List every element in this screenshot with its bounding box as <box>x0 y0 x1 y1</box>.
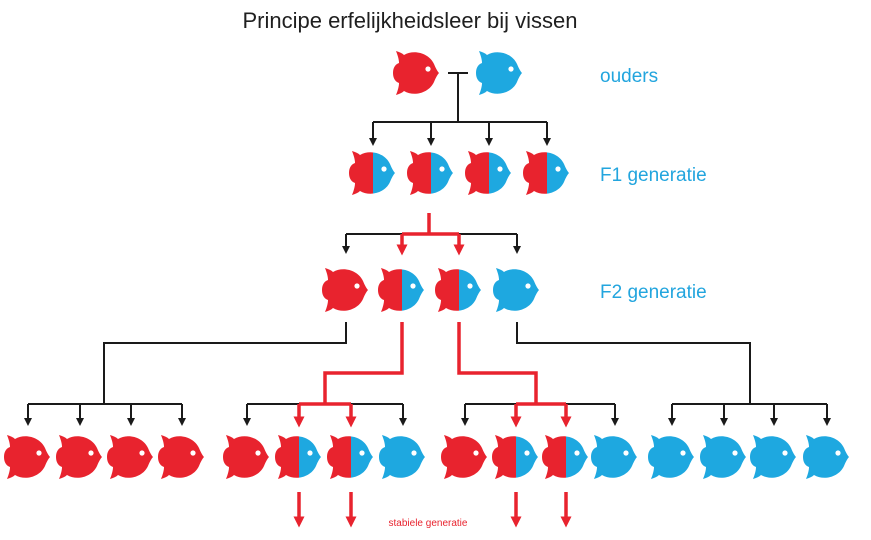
fish-f3-8 <box>379 435 425 479</box>
f3-red-connector-3 <box>457 322 538 404</box>
fish-blue-half <box>402 268 424 312</box>
connector-lines <box>24 72 831 528</box>
fish-eye <box>139 450 145 456</box>
fish-eye <box>508 66 514 72</box>
fish-blue-half <box>489 151 511 195</box>
fish-body <box>591 435 637 479</box>
fish-red-half <box>378 268 402 312</box>
fish-eye <box>732 450 738 456</box>
fish-red-half <box>523 151 547 195</box>
fish-red-half <box>407 151 431 195</box>
fish-blue-half <box>299 435 321 479</box>
fish-eye <box>555 166 561 172</box>
fish-f3-5 <box>223 435 269 479</box>
fish-eye <box>307 450 313 456</box>
label-stable-generation: stabiele generatie <box>389 518 468 529</box>
fish-f3-4 <box>158 435 204 479</box>
fish-f2-4 <box>493 268 539 312</box>
fish-body <box>158 435 204 479</box>
fish-blue-half <box>351 435 373 479</box>
fish-blue-half <box>373 151 395 195</box>
fish-f2-3 <box>435 268 481 312</box>
fish-body <box>56 435 102 479</box>
f3-connector-1 <box>103 322 347 404</box>
fish-blue-half <box>547 151 569 195</box>
fish-body <box>476 51 522 95</box>
fish-f3-14 <box>700 435 746 479</box>
fish-f3-3 <box>107 435 153 479</box>
fish-eye <box>467 283 473 289</box>
fish-eye <box>359 450 365 456</box>
fish-f3-7 <box>327 435 373 479</box>
fish-red-half <box>542 435 566 479</box>
fish-parent-1 <box>393 51 439 95</box>
fish-body <box>107 435 153 479</box>
fish-f1-1 <box>349 151 395 195</box>
fish-f1-3 <box>465 151 511 195</box>
f3-connector-4 <box>516 322 751 404</box>
fish-red-half <box>465 151 489 195</box>
fish-body <box>803 435 849 479</box>
fish-f3-6 <box>275 435 321 479</box>
fish-f2-1 <box>322 268 368 312</box>
fish-eye <box>574 450 580 456</box>
fish-body <box>750 435 796 479</box>
fish-body <box>493 268 539 312</box>
diagram-title: Principe erfelijkheidsleer bij vissen <box>242 8 577 33</box>
label-parents: ouders <box>600 66 658 87</box>
fish-eye <box>190 450 196 456</box>
fish-blue-half <box>516 435 538 479</box>
fish-f1-2 <box>407 151 453 195</box>
fish-eye <box>623 450 629 456</box>
fish-eye <box>36 450 42 456</box>
fish-eye <box>411 450 417 456</box>
fish-body <box>393 51 439 95</box>
fish-f2-2 <box>378 268 424 312</box>
fish-body <box>4 435 50 479</box>
fish-f3-12 <box>591 435 637 479</box>
fish-body <box>322 268 368 312</box>
fish-f3-9 <box>441 435 487 479</box>
fish-blue-half <box>431 151 453 195</box>
fish-eye <box>410 283 416 289</box>
f3-red-connector-2 <box>323 322 404 404</box>
fish-body <box>379 435 425 479</box>
fish-f1-4 <box>523 151 569 195</box>
fish-blue-half <box>566 435 588 479</box>
fish-f3-1 <box>4 435 50 479</box>
fish-f3-11 <box>542 435 588 479</box>
label-f2-generation: F2 generatie <box>600 282 707 303</box>
fish-eye <box>381 166 387 172</box>
fish-blue-half <box>459 268 481 312</box>
fish-f3-15 <box>750 435 796 479</box>
fish-f3-10 <box>492 435 538 479</box>
fish-red-half <box>349 151 373 195</box>
fish-eye <box>255 450 261 456</box>
fish-eye <box>425 66 431 72</box>
fish-eye <box>680 450 686 456</box>
fish-eye <box>525 283 531 289</box>
fish-eye <box>524 450 530 456</box>
fish-body <box>648 435 694 479</box>
fish-red-half <box>435 268 459 312</box>
fish-f3-2 <box>56 435 102 479</box>
fish-red-half <box>275 435 299 479</box>
fish-f3-13 <box>648 435 694 479</box>
fish-eye <box>497 166 503 172</box>
fish-red-half <box>492 435 516 479</box>
fish-parent-2 <box>476 51 522 95</box>
fish-body <box>223 435 269 479</box>
fish-eye <box>354 283 360 289</box>
fish-eye <box>782 450 788 456</box>
fish-eye <box>835 450 841 456</box>
label-f1-generation: F1 generatie <box>600 165 707 186</box>
fish-body <box>441 435 487 479</box>
fish-eye <box>473 450 479 456</box>
fish-f3-16 <box>803 435 849 479</box>
fish-body <box>700 435 746 479</box>
fish-red-half <box>327 435 351 479</box>
fish-eye <box>439 166 445 172</box>
fish-eye <box>88 450 94 456</box>
